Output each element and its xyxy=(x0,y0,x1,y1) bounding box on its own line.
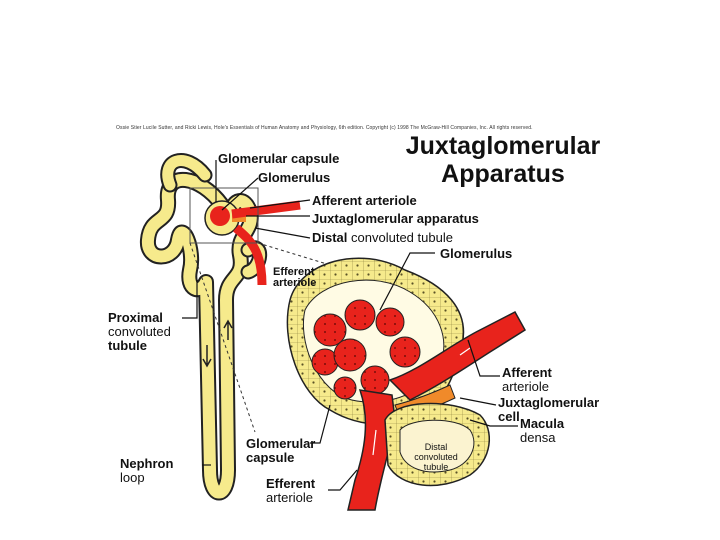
label-proximal-line-2: convoluted xyxy=(108,324,171,339)
label-afferent-arteriole-right: Afferent arteriole xyxy=(502,366,552,394)
label-glomerulus-right: Glomerulus xyxy=(440,246,513,261)
label-distal-inner-line-1: Distal xyxy=(424,442,448,452)
leader-lines xyxy=(182,160,518,491)
label-efferent-small-line-1: Efferent xyxy=(273,266,315,278)
label-distal-rest: convoluted tubule xyxy=(351,230,453,245)
label-macula-line-2: densa xyxy=(520,430,556,445)
copyright-notice: Ossie Stier Lucile Sutter, and Ricki Lew… xyxy=(116,125,533,131)
label-distal-inner-line-2: convoluted xyxy=(414,452,458,462)
label-macula-line-1: Macula xyxy=(520,416,565,431)
label-proximal-line-1: Proximal xyxy=(108,310,163,325)
label-nephron-line-1: Nephron xyxy=(120,456,174,471)
label-juxtaglomerular-apparatus: Juxtaglomerular apparatus xyxy=(312,211,479,226)
glomerulus-enlarged xyxy=(311,299,421,400)
afferent-arteriole-enlarged xyxy=(388,311,527,401)
label-afferent-right-line-2: arteriole xyxy=(502,379,549,394)
label-distal-inner-line-3: tubule xyxy=(423,462,449,472)
label-distal-convoluted-tubule-top: Distal convoluted tubule xyxy=(312,231,453,245)
label-afferent-right-line-1: Afferent xyxy=(502,365,552,380)
label-efferent-arteriole-bottom: Efferent arteriole xyxy=(266,477,315,505)
label-afferent-arteriole-top: Afferent arteriole xyxy=(312,193,417,208)
zoom-lines xyxy=(189,242,341,433)
label-glomerular-capsule-bottom-line-2: capsule xyxy=(246,450,295,465)
flow-arrow-up xyxy=(223,319,233,340)
afferent-flow-arrow xyxy=(459,347,471,356)
label-nephron-line-2: loop xyxy=(120,470,145,485)
label-glomerular-capsule-bottom-line-1: Glomerular xyxy=(246,436,316,451)
distal-tubule-enlarged xyxy=(384,402,490,487)
efferent-flow-arrow xyxy=(372,429,377,456)
label-juxta-cell-line-2: cell xyxy=(498,409,520,424)
label-efferent-bottom-line-1: Efferent xyxy=(266,476,316,491)
label-efferent-small-line-2: arteriole xyxy=(273,277,317,289)
label-proximal-line-3: tubule xyxy=(108,338,147,353)
label-glomerular-capsule-bottom: Glomerular capsule xyxy=(246,437,315,465)
label-distal-convoluted-tubule-inner: Distal convoluted tubule xyxy=(403,442,469,472)
label-glomerulus-top: Glomerulus xyxy=(258,170,331,185)
label-distal-bold: Distal xyxy=(312,230,348,245)
label-proximal-convoluted-tubule: Proximal convoluted tubule xyxy=(108,311,171,353)
label-efferent-bottom-line-2: arteriole xyxy=(266,490,313,505)
label-juxtaglomerular-cell: Juxtaglomerular cell xyxy=(498,396,599,424)
label-efferent-arteriole-small: Efferent arteriole xyxy=(273,267,316,289)
label-juxta-cell-line-1: Juxtaglomerular xyxy=(498,395,600,410)
label-glomerular-capsule-top: Glomerular capsule xyxy=(218,151,340,166)
title-line-2: Apparatus xyxy=(441,160,565,188)
title-line-1: Juxtaglomerular xyxy=(405,132,601,160)
diagram-title: Juxtaglomerular Apparatus xyxy=(378,132,628,188)
glomerulus-small xyxy=(204,200,301,286)
flow-arrow-down xyxy=(202,345,212,368)
label-nephron-loop: Nephron loop xyxy=(120,457,173,485)
label-macula-densa: Macula densa xyxy=(520,417,564,445)
